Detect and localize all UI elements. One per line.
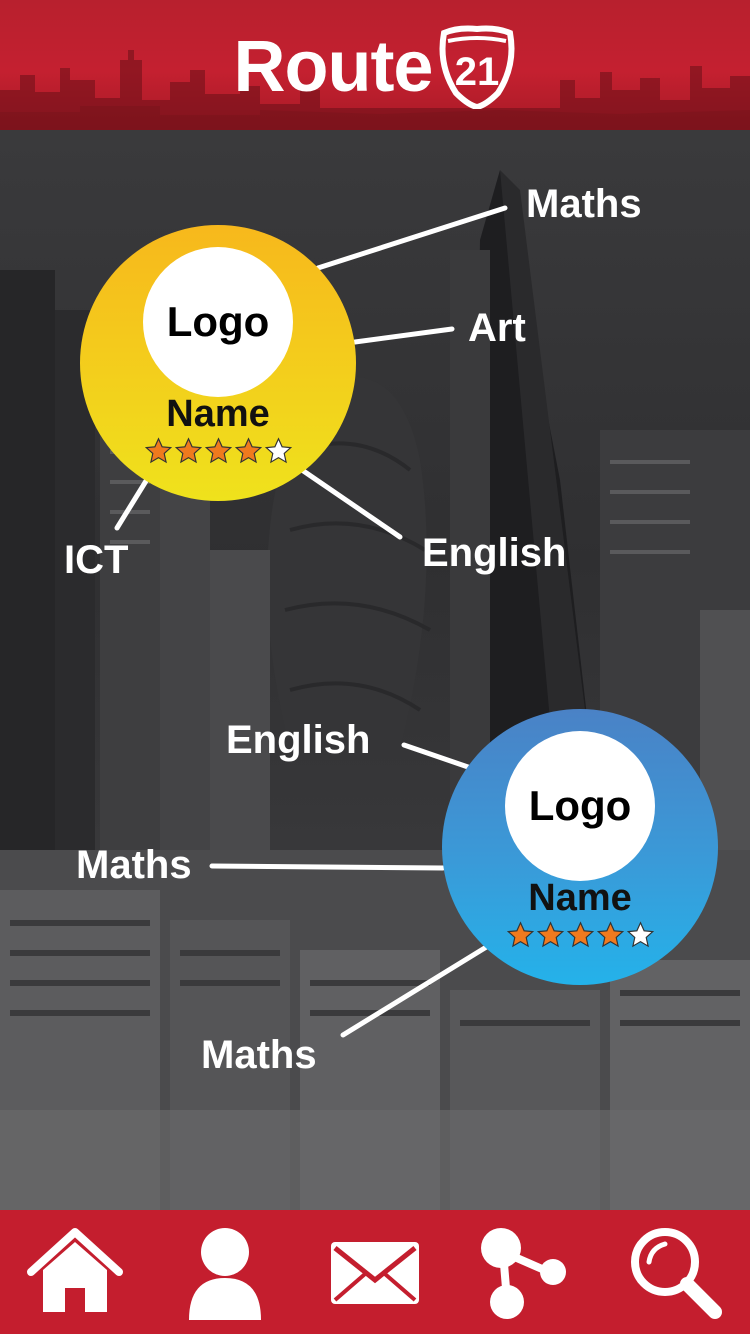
nav-share-button[interactable] [470,1217,580,1327]
star-filled-icon [596,921,624,948]
star-empty-icon [626,921,654,948]
search-icon [631,1228,722,1319]
star-filled-icon [204,437,232,464]
app-header: Route 21 [0,0,750,130]
profile-icon [189,1228,261,1320]
tutor-logo-1: Logo [143,247,293,397]
tutor-logo-2: Logo [505,731,655,881]
brand-number: 21 [455,50,500,94]
home-icon [27,1228,123,1312]
tutor-name-1: Name [166,393,270,435]
bottom-nav [0,1210,750,1334]
star-empty-icon [264,437,292,464]
nav-search-button[interactable] [620,1217,730,1327]
subject-label-maths[interactable]: Maths [76,843,192,887]
tutor-name-2: Name [528,877,632,919]
share-icon [481,1228,566,1319]
subject-label-maths[interactable]: Maths [526,182,642,226]
city-skyline-banner [0,50,750,130]
nav-home-button[interactable] [20,1217,130,1327]
subject-label-art[interactable]: Art [468,306,526,350]
rating-stars-2 [442,921,718,949]
star-filled-icon [506,921,534,948]
subject-label-maths[interactable]: Maths [201,1033,317,1077]
nav-mail-button[interactable] [320,1217,430,1327]
rating-stars-1 [80,437,356,465]
subject-label-english[interactable]: English [422,531,567,575]
nav-profile-button[interactable] [170,1217,280,1327]
subject-label-english[interactable]: English [226,718,371,762]
subject-label-ict[interactable]: ICT [64,538,129,582]
star-filled-icon [144,437,172,464]
tutor-bubble-2[interactable]: Logo Name [442,709,718,985]
brand-text: Route [233,27,434,107]
mail-icon [331,1242,419,1304]
star-filled-icon [566,921,594,948]
star-filled-icon [536,921,564,948]
star-filled-icon [234,437,262,464]
star-filled-icon [174,437,202,464]
route-shield-icon: 21 [440,25,515,109]
route21-logo[interactable]: Route 21 [0,22,750,112]
tutor-bubble-1[interactable]: Logo Name [80,225,356,501]
